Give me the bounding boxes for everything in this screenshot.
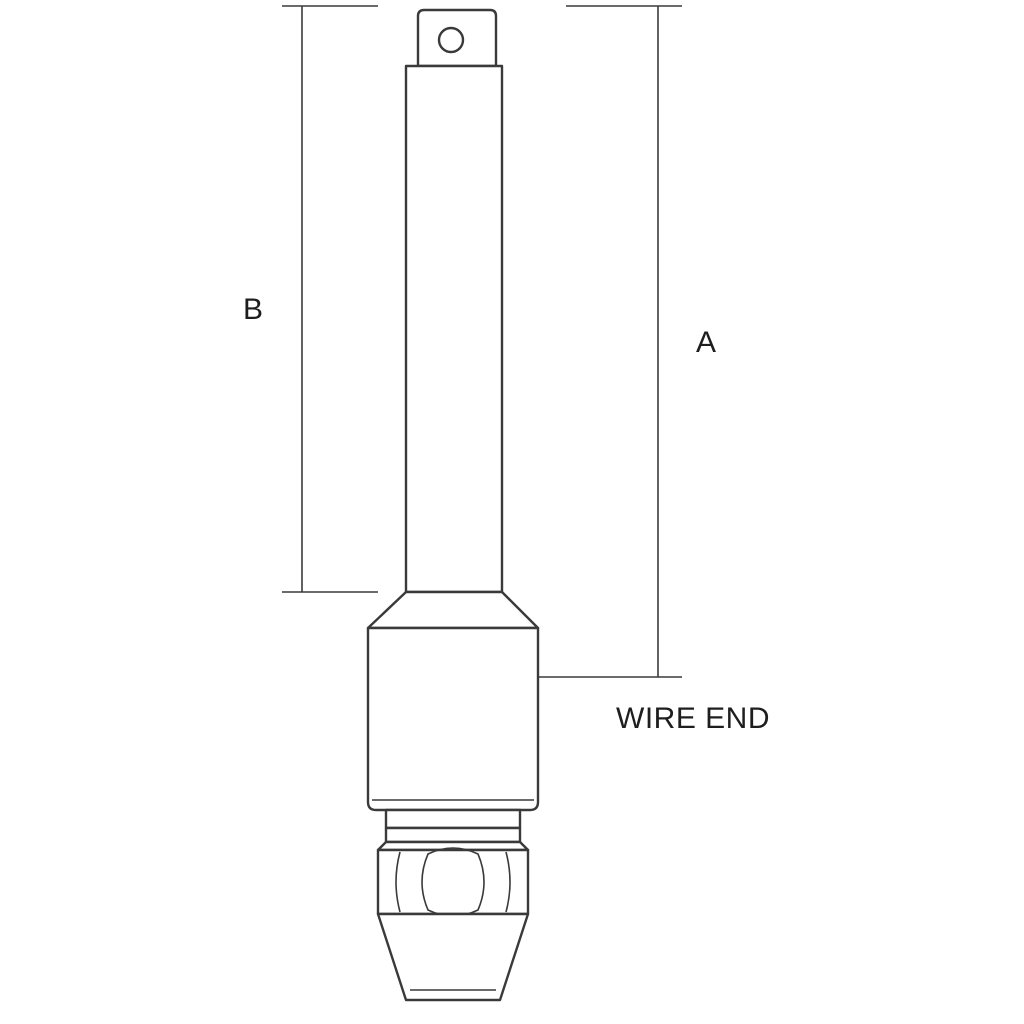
hex-nut-outline xyxy=(376,848,530,916)
hex-nut-center-face xyxy=(421,847,485,917)
neck-collar xyxy=(384,826,522,844)
dimension-a-label: A xyxy=(696,326,717,359)
dimension-b xyxy=(282,5,378,593)
wire-end-label: WIRE END xyxy=(616,702,770,735)
hex-nut-right-face xyxy=(505,851,511,913)
body xyxy=(366,626,540,812)
eye-hole xyxy=(437,26,465,54)
hex-nut xyxy=(376,847,530,917)
cone-nose xyxy=(376,912,530,1002)
shank-taper xyxy=(366,590,540,630)
hex-nut-left-face xyxy=(395,851,401,913)
dimension-b-label: B xyxy=(243,293,264,326)
shank xyxy=(404,64,504,594)
neck xyxy=(384,808,522,830)
eye-tab xyxy=(416,8,498,68)
